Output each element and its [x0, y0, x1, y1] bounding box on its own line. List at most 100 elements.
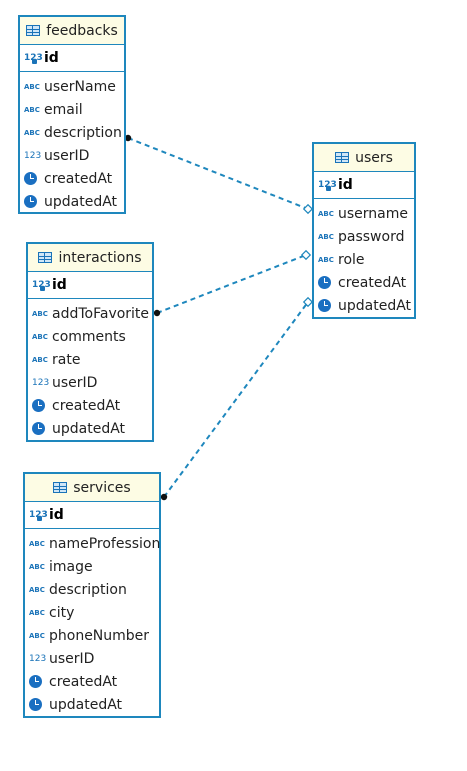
relationship-line-interactions[interactable]	[156, 254, 307, 314]
column-name: description	[44, 124, 122, 141]
column-name: userID	[52, 374, 98, 391]
entity-header: services	[25, 474, 159, 502]
column-name: comments	[52, 328, 126, 345]
string-type-icon: ABC	[29, 585, 45, 594]
column-row[interactable]: updatedAt	[20, 190, 124, 213]
one-end-diamond	[302, 203, 314, 215]
string-type-icon: ABC	[32, 309, 48, 318]
string-type-icon: ABC	[29, 631, 45, 640]
column-row[interactable]: ABC description	[25, 578, 159, 601]
number-type-icon: 123	[32, 377, 50, 388]
column-name: image	[49, 558, 93, 575]
table-icon	[335, 152, 350, 163]
column-row[interactable]: ABC addToFavorite	[28, 302, 152, 325]
entity-header: users	[314, 144, 414, 172]
column-name: rate	[52, 351, 81, 368]
primary-key-name: id	[49, 507, 64, 523]
clock-icon	[318, 299, 331, 312]
column-row[interactable]: updatedAt	[25, 693, 159, 716]
clock-icon	[29, 698, 42, 711]
entity-interactions[interactable]: interactions 123 id ABC addToFavorite ABC…	[26, 242, 154, 442]
column-name: phoneNumber	[49, 627, 150, 644]
column-row[interactable]: createdAt	[314, 271, 414, 294]
string-type-icon: ABC	[29, 539, 45, 548]
relationship-line-feedbacks[interactable]	[127, 137, 309, 210]
clock-icon	[32, 399, 45, 412]
entity-title: services	[73, 479, 131, 496]
one-end-diamond	[300, 249, 312, 261]
string-type-icon: ABC	[29, 608, 45, 617]
entity-header: feedbacks	[20, 17, 124, 45]
clock-icon	[29, 675, 42, 688]
column-row[interactable]: ABC description	[20, 121, 124, 144]
column-row[interactable]: createdAt	[25, 670, 159, 693]
clock-icon	[24, 172, 37, 185]
column-row[interactable]: ABC password	[314, 225, 414, 248]
number-type-icon: 123	[24, 150, 42, 161]
column-name: updatedAt	[49, 696, 123, 713]
string-type-icon: ABC	[24, 128, 40, 137]
number-key-icon: 123	[318, 180, 337, 191]
primary-key-row[interactable]: 123 id	[20, 45, 124, 72]
column-name: userID	[44, 147, 90, 164]
many-end-dot	[153, 309, 161, 317]
column-row[interactable]: updatedAt	[314, 294, 414, 317]
column-name: createdAt	[49, 673, 118, 690]
string-type-icon: ABC	[24, 105, 40, 114]
column-row[interactable]: createdAt	[20, 167, 124, 190]
clock-icon	[32, 422, 45, 435]
entity-title: interactions	[58, 249, 142, 266]
string-type-icon: ABC	[24, 82, 40, 91]
column-row[interactable]: ABC phoneNumber	[25, 624, 159, 647]
table-icon	[53, 482, 68, 493]
column-name: description	[49, 581, 127, 598]
string-type-icon: ABC	[318, 255, 334, 264]
primary-key-row[interactable]: 123 id	[25, 502, 159, 529]
many-end-dot	[124, 134, 132, 142]
primary-key-name: id	[338, 177, 353, 193]
string-type-icon: ABC	[318, 232, 334, 241]
column-row[interactable]: ABC role	[314, 248, 414, 271]
entity-title: feedbacks	[46, 22, 118, 39]
primary-key-name: id	[52, 277, 67, 293]
entity-header: interactions	[28, 244, 152, 272]
clock-icon	[24, 195, 37, 208]
column-row[interactable]: updatedAt	[28, 417, 152, 440]
column-name: createdAt	[44, 170, 113, 187]
column-row[interactable]: createdAt	[28, 394, 152, 417]
column-name: email	[44, 101, 83, 118]
table-icon	[26, 25, 41, 36]
column-name: password	[338, 228, 405, 245]
column-name: updatedAt	[52, 420, 126, 437]
number-type-icon: 123	[29, 653, 47, 664]
column-name: role	[338, 251, 365, 268]
relationship-line-services[interactable]	[163, 301, 309, 498]
primary-key-name: id	[44, 50, 59, 66]
column-name: createdAt	[52, 397, 121, 414]
primary-key-row[interactable]: 123 id	[28, 272, 152, 299]
column-name: addToFavorite	[52, 305, 150, 322]
number-key-icon: 123	[32, 280, 51, 291]
one-end-diamond	[302, 296, 314, 308]
column-name: updatedAt	[338, 297, 412, 314]
primary-key-row[interactable]: 123 id	[314, 172, 414, 199]
column-name: username	[338, 205, 408, 222]
column-row[interactable]: ABC email	[20, 98, 124, 121]
